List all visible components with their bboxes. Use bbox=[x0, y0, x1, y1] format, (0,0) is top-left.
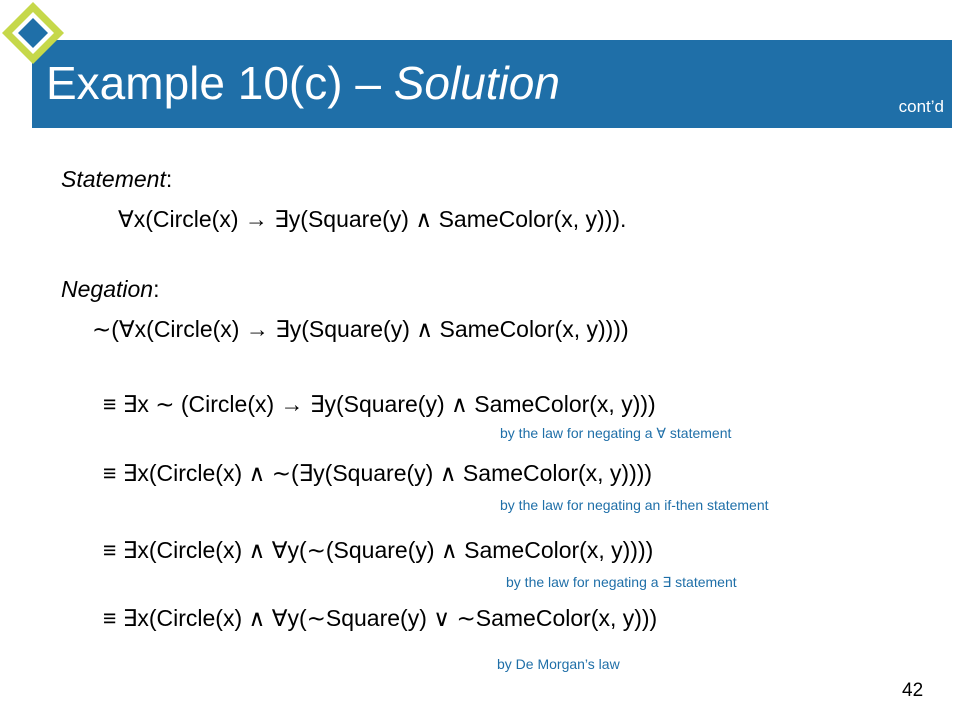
step-formula-3: ≡ ∃x(Circle(x) ∧ ∀y(∼(Square(y) ∧ SameCo… bbox=[103, 537, 654, 563]
slide-title: Example 10(c) – Solution bbox=[46, 56, 560, 110]
step-justification-1: by the law for negating a ∀ statement bbox=[500, 425, 732, 441]
negation-label: Negation: bbox=[61, 276, 160, 302]
page-number: 42 bbox=[902, 680, 924, 701]
diamond-logo-icon bbox=[2, 2, 64, 64]
continued-label: cont’d bbox=[898, 97, 944, 116]
step-justification-3: by the law for negating a ∃ statement bbox=[506, 574, 737, 590]
step-formula-4: ≡ ∃x(Circle(x) ∧ ∀y(∼Square(y) ∨ ∼SameCo… bbox=[103, 605, 658, 631]
title-main: Example 10(c) – bbox=[46, 57, 394, 109]
title-bar bbox=[32, 40, 952, 128]
step-formula-1: ≡ ∃x ∼ (Circle(x) → ∃y(Square(y) ∧ SameC… bbox=[103, 391, 656, 417]
step-justification-2: by the law for negating an if-then state… bbox=[500, 497, 769, 513]
statement-formula: ∀x(Circle(x) → ∃y(Square(y) ∧ SameColor(… bbox=[118, 206, 627, 232]
title-italic: Solution bbox=[393, 57, 560, 109]
negation-formula: ∼(∀x(Circle(x) → ∃y(Square(y) ∧ SameColo… bbox=[92, 316, 629, 342]
statement-label: Statement: bbox=[61, 166, 173, 192]
step-formula-2: ≡ ∃x(Circle(x) ∧ ∼(∃y(Square(y) ∧ SameCo… bbox=[103, 460, 653, 486]
step-justification-4: by De Morgan’s law bbox=[497, 656, 620, 672]
